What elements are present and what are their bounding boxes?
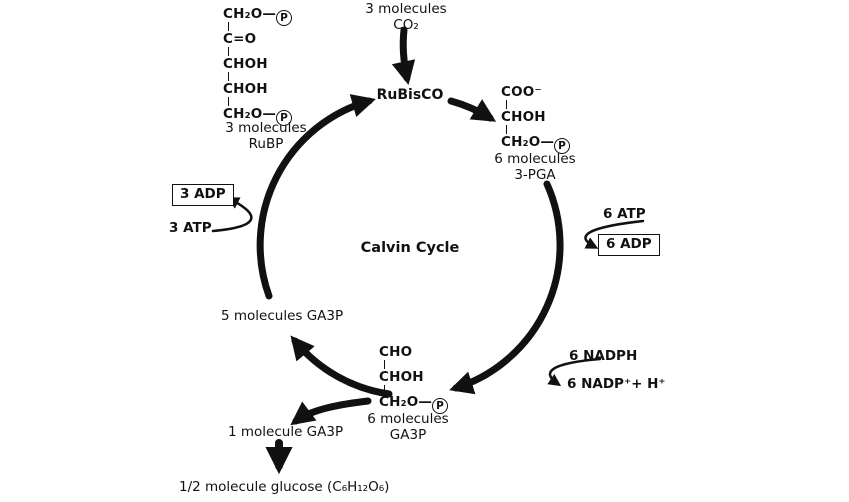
ga3p-line3-text: CH₂O— xyxy=(379,394,433,410)
phosphate-icon: P xyxy=(432,398,449,414)
arc-ga3p-to-5ga3p xyxy=(290,335,393,398)
calvin-cycle-title: Calvin Cycle xyxy=(360,240,460,256)
arc-pga-to-ga3p xyxy=(449,180,564,395)
ga3p-structure: CHO CHOH CH₂O—P xyxy=(379,344,449,414)
rubp-line1-text: CH₂O— xyxy=(223,6,277,22)
bond-icon xyxy=(383,385,386,394)
phosphate-icon: P xyxy=(554,138,571,154)
phosphate-icon: P xyxy=(276,110,293,126)
phosphate-icon: P xyxy=(276,10,293,26)
pga-line3-text: CH₂O— xyxy=(501,134,555,150)
atp3-label: 3 ATP xyxy=(169,220,212,236)
adp6-label: 6 ADP xyxy=(598,234,660,256)
pga-carbon-3: CH₂O—P xyxy=(501,134,571,154)
pga-count-text: 6 molecules xyxy=(494,151,576,167)
rubp-count-text: 3 molecules xyxy=(225,120,307,136)
co2-formula-text: CO₂ xyxy=(393,16,419,33)
arrow-atp6-to-adp6 xyxy=(584,219,645,249)
arrow-atp3-to-adp3 xyxy=(211,197,253,233)
rubisco-label: RuBisCO xyxy=(376,87,444,103)
rubp-line5-text: CH₂O— xyxy=(223,106,277,122)
rubp-carbon-2: C=O xyxy=(223,31,257,47)
pga-structure: COO⁻ CHOH CH₂O—P xyxy=(501,84,571,154)
adp3-label: 3 ADP xyxy=(172,184,234,206)
five-ga3p-label: 5 molecules GA3P xyxy=(221,308,344,324)
nadp-label: 6 NADP⁺+ H⁺ xyxy=(567,376,666,392)
co2-count-text: 3 molecules xyxy=(365,1,447,17)
bond-icon xyxy=(505,125,508,134)
arc-rubisco-to-pga xyxy=(447,97,497,122)
rubp-carbon-3: CHOH xyxy=(223,56,268,72)
bond-icon xyxy=(227,97,230,106)
pga-carbon-1: COO⁻ xyxy=(501,84,542,100)
ga3p-count-text: 6 molecules xyxy=(367,411,449,427)
nadph-label: 6 NADPH xyxy=(569,348,638,364)
arrow-ga3p-exit xyxy=(290,397,372,426)
atp6-label: 6 ATP xyxy=(603,206,646,222)
rubp-structure: CH₂O—P C=O CHOH CHOH CH₂O—P xyxy=(223,6,293,126)
rubp-carbon-5: CH₂O—P xyxy=(223,106,293,126)
pga-name-text: 3-PGA xyxy=(514,166,556,183)
one-ga3p-label: 1 molecule GA3P xyxy=(228,424,344,440)
ga3p-carbon-3: CH₂O—P xyxy=(379,394,449,414)
bond-icon xyxy=(383,360,386,369)
pga-carbon-2: CHOH xyxy=(501,109,546,125)
rubp-carbon-1: CH₂O—P xyxy=(223,6,293,26)
bond-icon xyxy=(227,72,230,81)
bond-icon xyxy=(227,22,230,31)
rubp-carbon-4: CHOH xyxy=(223,81,268,97)
ga3p-count-label: 6 molecules GA3P xyxy=(363,411,453,443)
co2-input-label: 3 molecules CO₂ xyxy=(350,1,462,33)
co2-input-arrow xyxy=(391,26,416,85)
arrow-nadph-to-nadp xyxy=(547,357,602,387)
pga-count-label: 6 molecules 3-PGA xyxy=(485,151,585,183)
bond-icon xyxy=(227,47,230,56)
rubp-count-label: 3 molecules RuBP xyxy=(216,120,316,152)
ga3p-name-text: GA3P xyxy=(389,426,427,443)
rubp-name-text: RuBP xyxy=(248,135,284,152)
ga3p-carbon-1: CHO xyxy=(379,344,413,360)
ga3p-carbon-2: CHOH xyxy=(379,369,424,385)
glucose-label: 1/2 molecule glucose (C₆H₁₂O₆) xyxy=(179,479,390,495)
bond-icon xyxy=(505,100,508,109)
arc-rubp-to-rubisco xyxy=(256,94,376,300)
